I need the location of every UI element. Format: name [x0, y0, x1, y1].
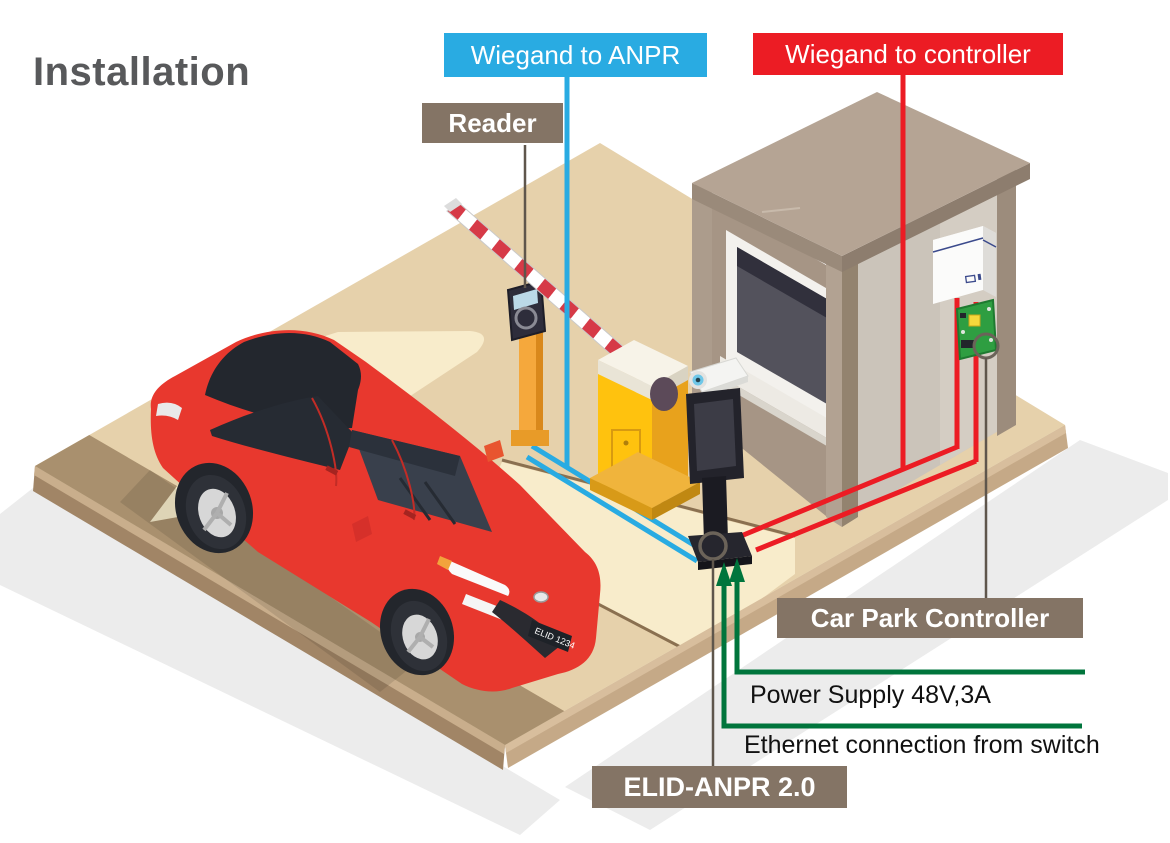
power-supply-line: [734, 580, 1085, 675]
reader-coil: [514, 306, 538, 330]
label-reader: Reader: [422, 103, 563, 143]
roof-top: [692, 92, 1030, 256]
roof-side-right: [842, 163, 1030, 272]
label-wiegand-to-anpr: Wiegand to ANPR: [444, 33, 707, 77]
car-grille: [492, 600, 560, 658]
window-sill: [720, 356, 844, 448]
front-wheel: [390, 600, 448, 672]
ethernet-line: [721, 584, 1082, 729]
barrier-hinge: [650, 377, 678, 411]
reader-screen: [513, 289, 538, 310]
controller-pcb: [955, 298, 998, 361]
car-taillight: [156, 402, 182, 420]
supply-lines: [716, 558, 1085, 729]
license-plate: ELID 1234: [528, 620, 576, 652]
car-mirror-right: [484, 440, 504, 462]
label-car-park-controller: Car Park Controller: [777, 598, 1083, 638]
leader-lines: [523, 75, 988, 766]
roof-side-left: [692, 183, 842, 272]
house-post-right: [997, 160, 1016, 436]
car-headlight: [446, 560, 510, 596]
red-car: ELID 1234: [120, 330, 601, 692]
wall-equipment: [932, 226, 1000, 462]
rear-wheel: [185, 474, 247, 550]
power-arrow-icon: [729, 558, 745, 582]
car-logo: [533, 591, 549, 603]
note-power-supply: Power Supply 48V,3A: [750, 681, 991, 709]
anpr-screen: [694, 399, 736, 471]
barrier-gate: [444, 198, 700, 520]
car-side-windows: [210, 396, 354, 470]
anpr-unit: [686, 357, 752, 570]
power-adapter-box: [933, 226, 983, 304]
ethernet-arrow-icon: [716, 562, 732, 586]
reader-device: [506, 279, 547, 342]
reader-post: [506, 279, 549, 446]
note-ethernet: Ethernet connection from switch: [744, 731, 1100, 759]
page-title: Installation: [33, 50, 251, 94]
shadow-left: [0, 488, 560, 835]
car-mirror-left: [352, 516, 372, 542]
label-wiegand-to-controller: Wiegand to controller: [753, 33, 1063, 75]
label-elid-anpr: ELID-ANPR 2.0: [592, 766, 847, 808]
